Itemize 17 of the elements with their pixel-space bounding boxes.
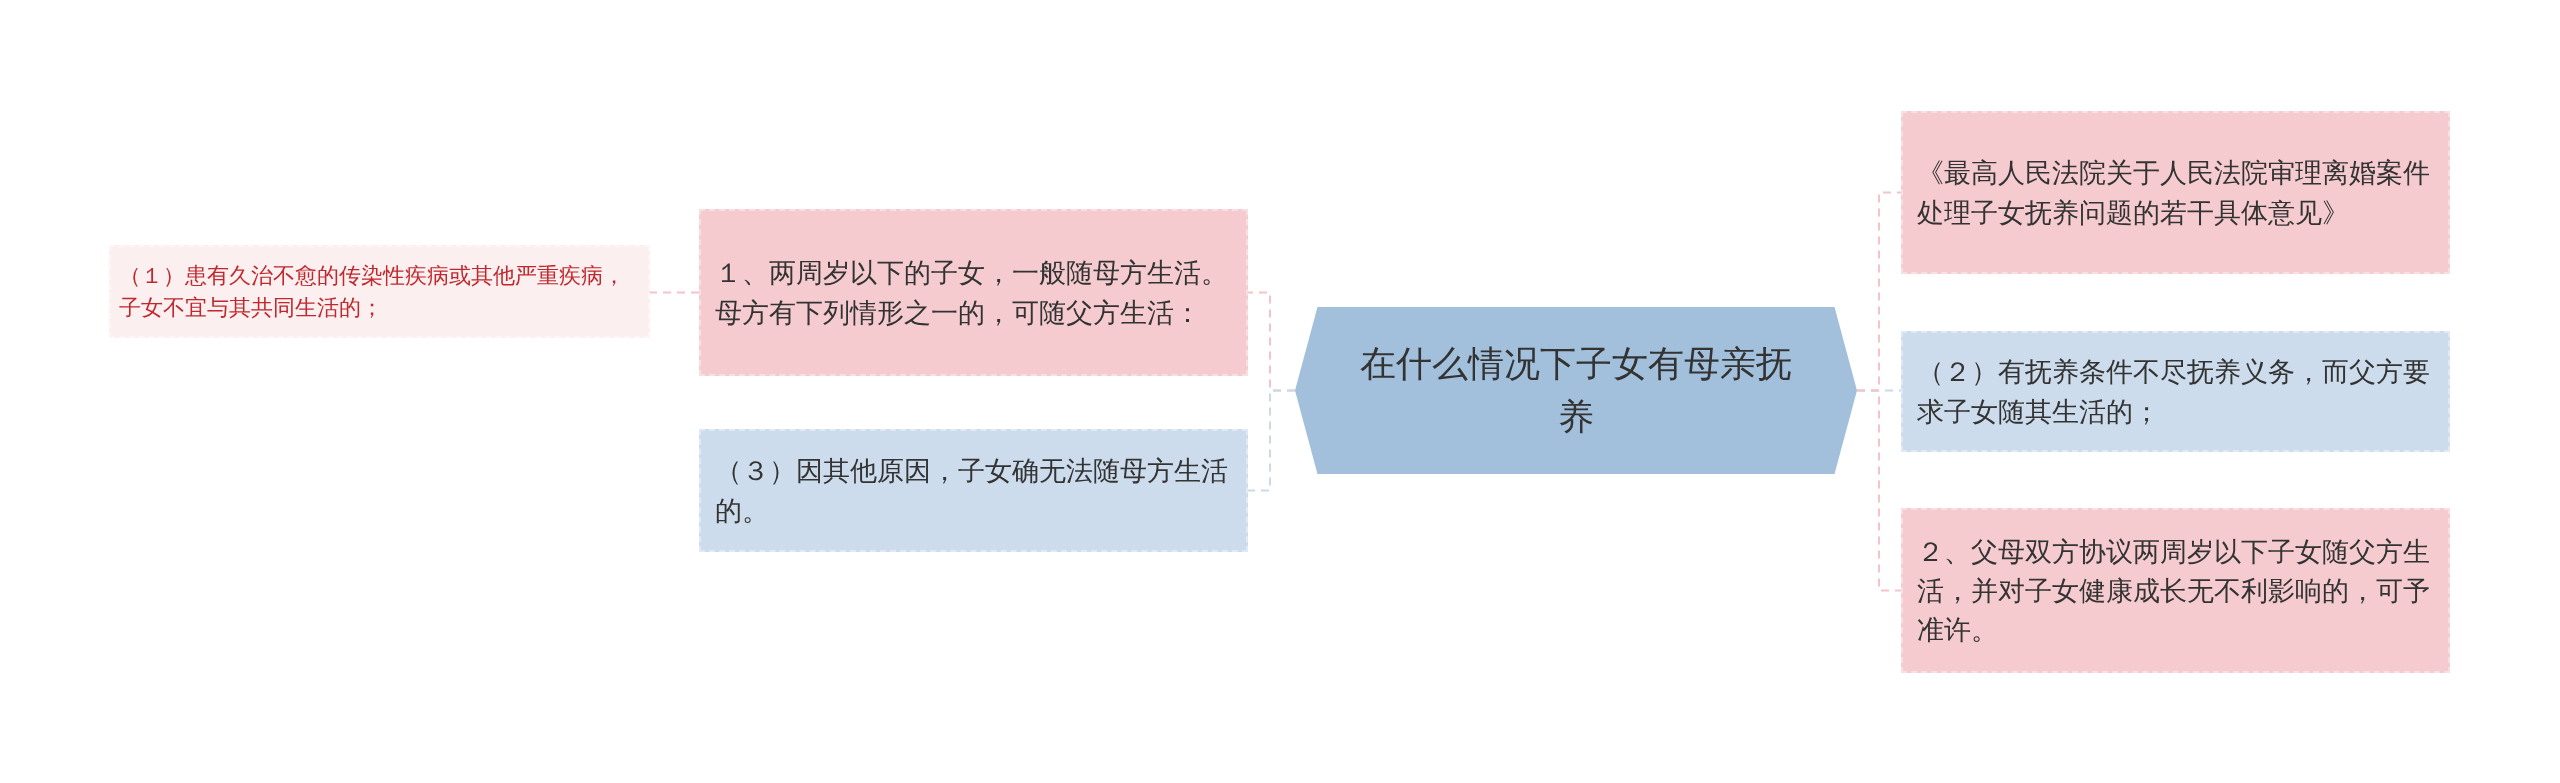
topic-text: （３）因其他原因，子女确无法随母方生活的。 (715, 454, 1229, 528)
topic-card (699, 209, 1248, 376)
topic-card (699, 429, 1248, 552)
subtopic-card (109, 245, 650, 338)
connector-line (649, 291, 700, 294)
connector-line (1247, 389, 1296, 492)
central-topic-hexagon (1295, 307, 1857, 474)
topic-card (1901, 331, 2450, 452)
topic-text: （１）患有久治不愈的传染性疾病或其他严重疾病，子女不宜与其共同生活的； (119, 261, 626, 322)
connector-line (1856, 389, 1902, 592)
topic-text: 《最高人民法院关于人民法院审理离婚案件处理子女抚养问题的若干具体意见》 (1917, 156, 2431, 230)
topic-text: ２、父母双方协议两周岁以下子女随父方生活，并对子女健康成长无不利影响的，可予准许。 (1917, 534, 2431, 648)
topic-card (1901, 508, 2450, 673)
topic-text: （２）有抚养条件不尽抚养义务，而父方要求子女随其生活的； (1917, 355, 2431, 429)
topic-text: １、两周岁以下的子女，一般随母方生活。母方有下列情形之一的，可随父方生活： (715, 256, 1229, 330)
topic-title: 在什么情况下子女有母亲抚养 (1359, 342, 1793, 439)
topic-card (1901, 111, 2450, 274)
